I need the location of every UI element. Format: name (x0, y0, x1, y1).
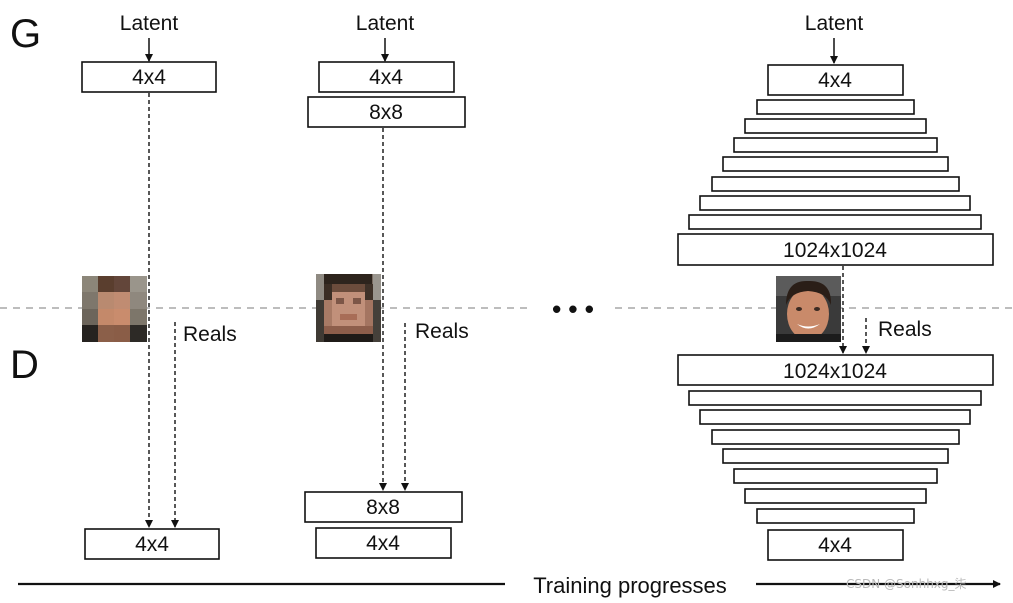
discriminator-layer-intermediate (744, 488, 927, 504)
discriminator-layer-intermediate (733, 468, 938, 484)
training-progresses-label: Training progresses (533, 573, 727, 598)
discriminator-layer-label: 4x4 (818, 534, 852, 557)
latent-label: Latent (356, 12, 415, 35)
generator-layer-4x4 (767, 64, 904, 96)
discriminator-layer-4x4 (315, 527, 452, 559)
generator-layer-intermediate (711, 176, 960, 192)
generator-layer-label: 4x4 (818, 69, 852, 92)
generator-layer-intermediate (733, 137, 938, 153)
generator-layer-intermediate (744, 118, 927, 134)
generator-layer-intermediate (699, 195, 971, 211)
pixelated-face-8x8 (316, 274, 381, 342)
discriminator-layer-intermediate (722, 448, 949, 464)
discriminator-layer-4x4 (767, 529, 904, 561)
generator-label: G (10, 12, 41, 56)
generator-layer-label: 8x8 (369, 101, 403, 124)
discriminator-layer-intermediate (711, 429, 960, 445)
discriminator-label: D (10, 343, 39, 387)
pixelated-face-4x4 (82, 276, 147, 342)
discriminator-layer-4x4 (84, 528, 220, 560)
discriminator-layer-8x8 (304, 491, 463, 523)
face-photo (776, 276, 841, 342)
generator-layer-8x8 (307, 96, 466, 128)
generator-layer-1024x1024 (677, 233, 994, 266)
discriminator-layer-intermediate (756, 508, 915, 524)
ellipsis: • • • (552, 294, 594, 324)
stage-2: Latent 4x4 8x8 Reals (304, 12, 469, 559)
generator-layer-intermediate (722, 156, 949, 172)
reals-label: Reals (183, 323, 237, 346)
latent-label: Latent (805, 12, 864, 35)
stage-1: Latent 4x4 Reals 4x4 (81, 12, 237, 560)
generator-layer-intermediate (688, 214, 982, 230)
discriminator-layer-1024x1024 (677, 354, 994, 386)
discriminator-layer-label: 4x4 (366, 532, 400, 555)
generator-layer-label: 1024x1024 (783, 239, 887, 262)
generator-layer-label: 4x4 (369, 66, 403, 89)
reals-label: Reals (878, 318, 932, 341)
discriminator-layer-label: 1024x1024 (783, 360, 887, 383)
discriminator-layer-label: 4x4 (135, 533, 169, 556)
generator-layer-intermediate (756, 99, 915, 115)
reals-label: Reals (415, 320, 469, 343)
watermark: CSDN @Sonhhxg_柒 (846, 577, 967, 591)
discriminator-layer-intermediate (699, 409, 971, 425)
generator-layer-4x4 (81, 61, 217, 93)
discriminator-layer-intermediate (688, 390, 982, 406)
generator-layer-label: 4x4 (132, 66, 166, 89)
latent-label: Latent (120, 12, 179, 35)
generator-layer-4x4 (318, 61, 455, 93)
discriminator-layer-label: 8x8 (366, 496, 400, 519)
stage-3: Latent 4x4 1024x1024 Reals 1024x1 (677, 12, 994, 561)
